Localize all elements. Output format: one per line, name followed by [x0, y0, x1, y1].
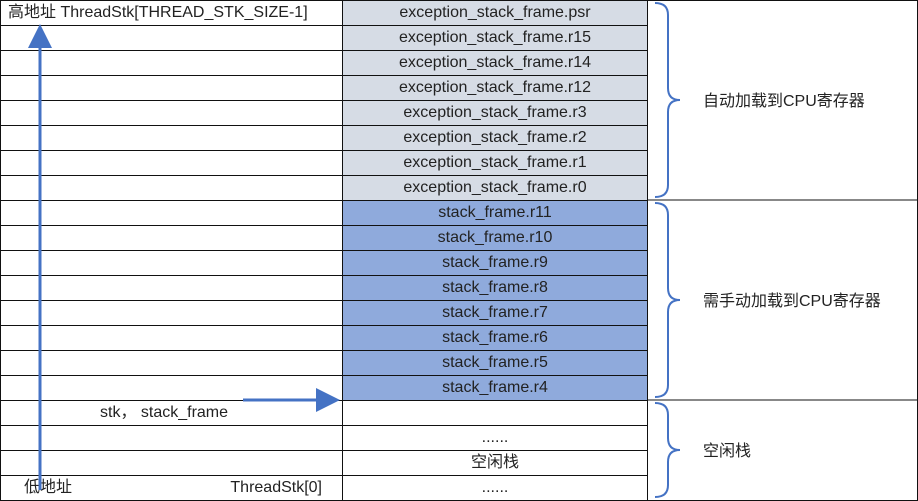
stack-slot: exception_stack_frame.r0: [342, 176, 648, 200]
group-label-auto: 自动加载到CPU寄存器: [703, 93, 865, 110]
stack-slot: stack_frame.r5: [342, 351, 648, 375]
stack-slot: exception_stack_frame.r3: [342, 101, 648, 125]
stack-slot: ......: [342, 426, 648, 450]
stack-slot: stack_frame.r4: [342, 376, 648, 400]
stack-row: exception_stack_frame.r2: [0, 125, 648, 150]
stack-row: exception_stack_frame.r0: [0, 175, 648, 200]
stack-row: stack_frame.r5: [0, 350, 648, 375]
stack-slot: stack_frame.r8: [342, 276, 648, 300]
stack-row: stack_frame.r8: [0, 275, 648, 300]
stack-base-label: ThreadStk[0]: [230, 479, 322, 496]
brace-manual: [654, 202, 681, 398]
high-address-label: 高地址 ThreadStk[THREAD_STK_SIZE-1]: [8, 4, 308, 21]
stack-row: exception_stack_frame.r3: [0, 100, 648, 125]
group-label-free: 空闲栈: [703, 443, 752, 460]
group-label-manual: 需手动加载到CPU寄存器: [703, 293, 881, 310]
stack-row: stack_frame.r7: [0, 300, 648, 325]
stack-row: stack_frame.r10: [0, 225, 648, 250]
stack-slot: [342, 401, 648, 425]
stack-row: stack_frame.r6: [0, 325, 648, 350]
brace-free: [654, 402, 681, 498]
stack-row: exception_stack_frame.r12: [0, 75, 648, 100]
stack-slot: ......: [342, 476, 648, 500]
stack-slot: exception_stack_frame.psr: [342, 1, 648, 25]
brace-auto: [654, 2, 681, 198]
stack-row: stack_frame.r9: [0, 250, 648, 275]
stack-row: ......: [0, 425, 648, 450]
stack-slot: exception_stack_frame.r14: [342, 51, 648, 75]
stack-slot: exception_stack_frame.r1: [342, 151, 648, 175]
stack-row: exception_stack_frame.r14: [0, 50, 648, 75]
stack-slot: exception_stack_frame.r2: [342, 126, 648, 150]
stack-row: 空闲栈: [0, 450, 648, 475]
stack-slot: stack_frame.r6: [342, 326, 648, 350]
stack-row: exception_stack_frame.psr 高地址 ThreadStk[T…: [0, 0, 648, 25]
stack-slot: stack_frame.r11: [342, 201, 648, 225]
stack-row: exception_stack_frame.r1: [0, 150, 648, 175]
stack-slot: stack_frame.r9: [342, 251, 648, 275]
stack-row: ...... 低地址 ThreadStk[0]: [0, 475, 648, 500]
stk-pointer-label: stk， stack_frame: [100, 404, 229, 421]
stack-slot: stack_frame.r7: [342, 301, 648, 325]
stack-slot: stack_frame.r10: [342, 226, 648, 250]
stack-slot: exception_stack_frame.r15: [342, 26, 648, 50]
stack-slot: exception_stack_frame.r12: [342, 76, 648, 100]
stack-slot: 空闲栈: [342, 451, 648, 475]
low-address-label: 低地址: [24, 479, 73, 496]
stack-row: stack_frame.r4: [0, 375, 648, 400]
stack-row: exception_stack_frame.r15: [0, 25, 648, 50]
stack-row: stack_frame.r11: [0, 200, 648, 225]
